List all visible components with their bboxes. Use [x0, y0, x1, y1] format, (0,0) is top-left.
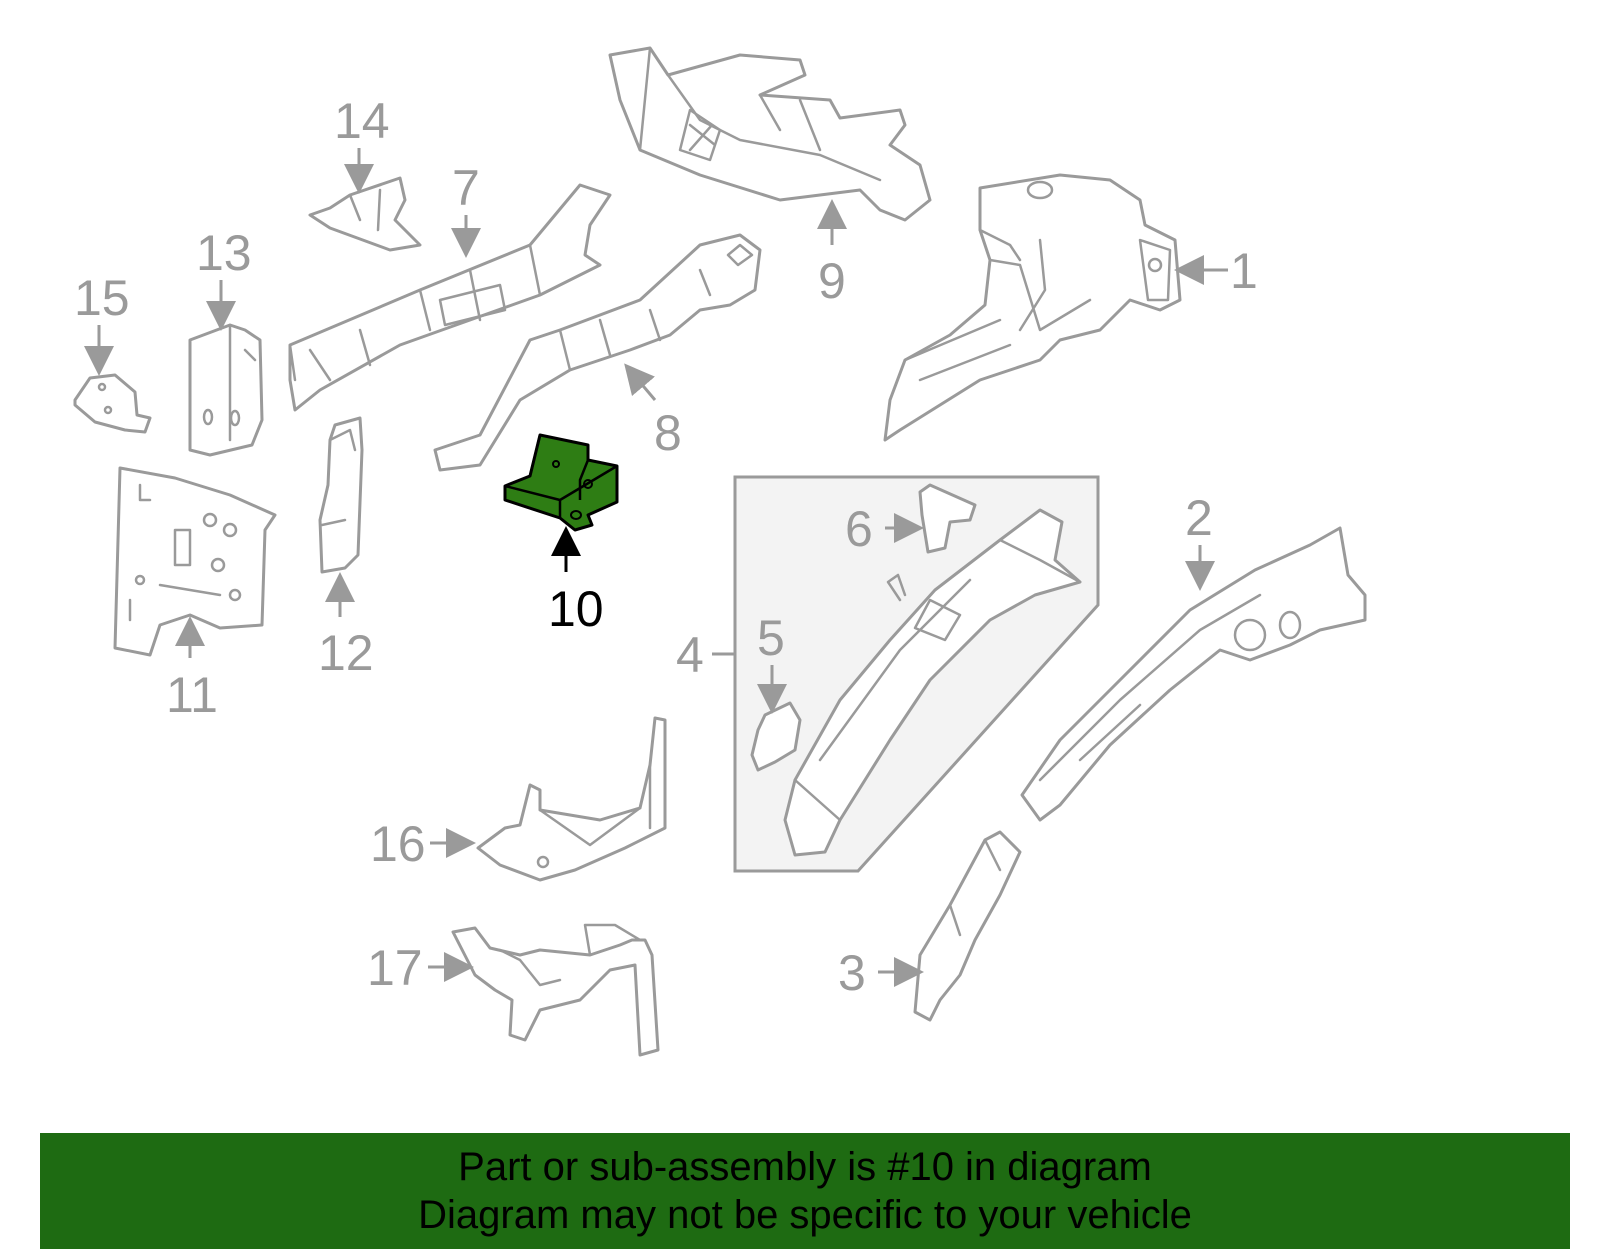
- part-1-shock-tower[interactable]: [883, 173, 1182, 442]
- banner-line-2: Diagram may not be specific to your vehi…: [418, 1193, 1192, 1237]
- part-5-plate[interactable]: [750, 701, 802, 772]
- label-5: 5: [757, 610, 785, 666]
- part-16-tray[interactable]: [476, 716, 667, 882]
- info-banner: Part or sub-assembly is #10 in diagram D…: [40, 1133, 1570, 1249]
- part-4-pillar[interactable]: [783, 508, 1082, 857]
- part-15-mount[interactable]: [73, 373, 152, 434]
- parts-diagram: 1 2 3 4 5 6 7 8 9 10 11 12 13 14 15 16 1…: [73, 46, 1367, 1057]
- label-4: 4: [676, 627, 704, 683]
- part-3-brace[interactable]: [913, 830, 1022, 1022]
- label-9: 9: [818, 253, 846, 309]
- label-1: 1: [1230, 243, 1258, 299]
- part-12-brace[interactable]: [318, 416, 364, 574]
- label-17: 17: [367, 940, 423, 996]
- part-10-bracket[interactable]: [503, 433, 619, 532]
- part-7-frame-rail[interactable]: [288, 183, 612, 412]
- part-17-bracket[interactable]: [451, 923, 660, 1057]
- part-6-bracket[interactable]: [918, 483, 977, 554]
- part-2-quarter-inner[interactable]: [1020, 526, 1367, 822]
- label-13: 13: [196, 225, 252, 281]
- label-7: 7: [452, 160, 480, 216]
- part-8-frame-rail[interactable]: [433, 233, 762, 472]
- label-15: 15: [74, 270, 130, 326]
- callout-labels: 1 2 3 4 5 6 7 8 9 10 11 12 13 14 15 16 1…: [74, 93, 1258, 1001]
- callout-arrows: [84, 148, 1228, 987]
- label-10: 10: [548, 581, 604, 637]
- label-11: 11: [166, 667, 218, 723]
- label-12: 12: [318, 625, 374, 681]
- label-6: 6: [845, 501, 873, 557]
- label-3: 3: [838, 945, 866, 1001]
- part-13-panel[interactable]: [188, 323, 264, 457]
- label-14: 14: [334, 93, 390, 149]
- label-8: 8: [654, 405, 682, 461]
- label-16: 16: [370, 816, 426, 872]
- banner-line-1: Part or sub-assembly is #10 in diagram: [458, 1145, 1152, 1189]
- part-11-panel[interactable]: [113, 466, 277, 657]
- label-2: 2: [1185, 490, 1213, 546]
- part-9-rail[interactable]: [608, 46, 932, 222]
- part-14-bracket[interactable]: [308, 176, 422, 252]
